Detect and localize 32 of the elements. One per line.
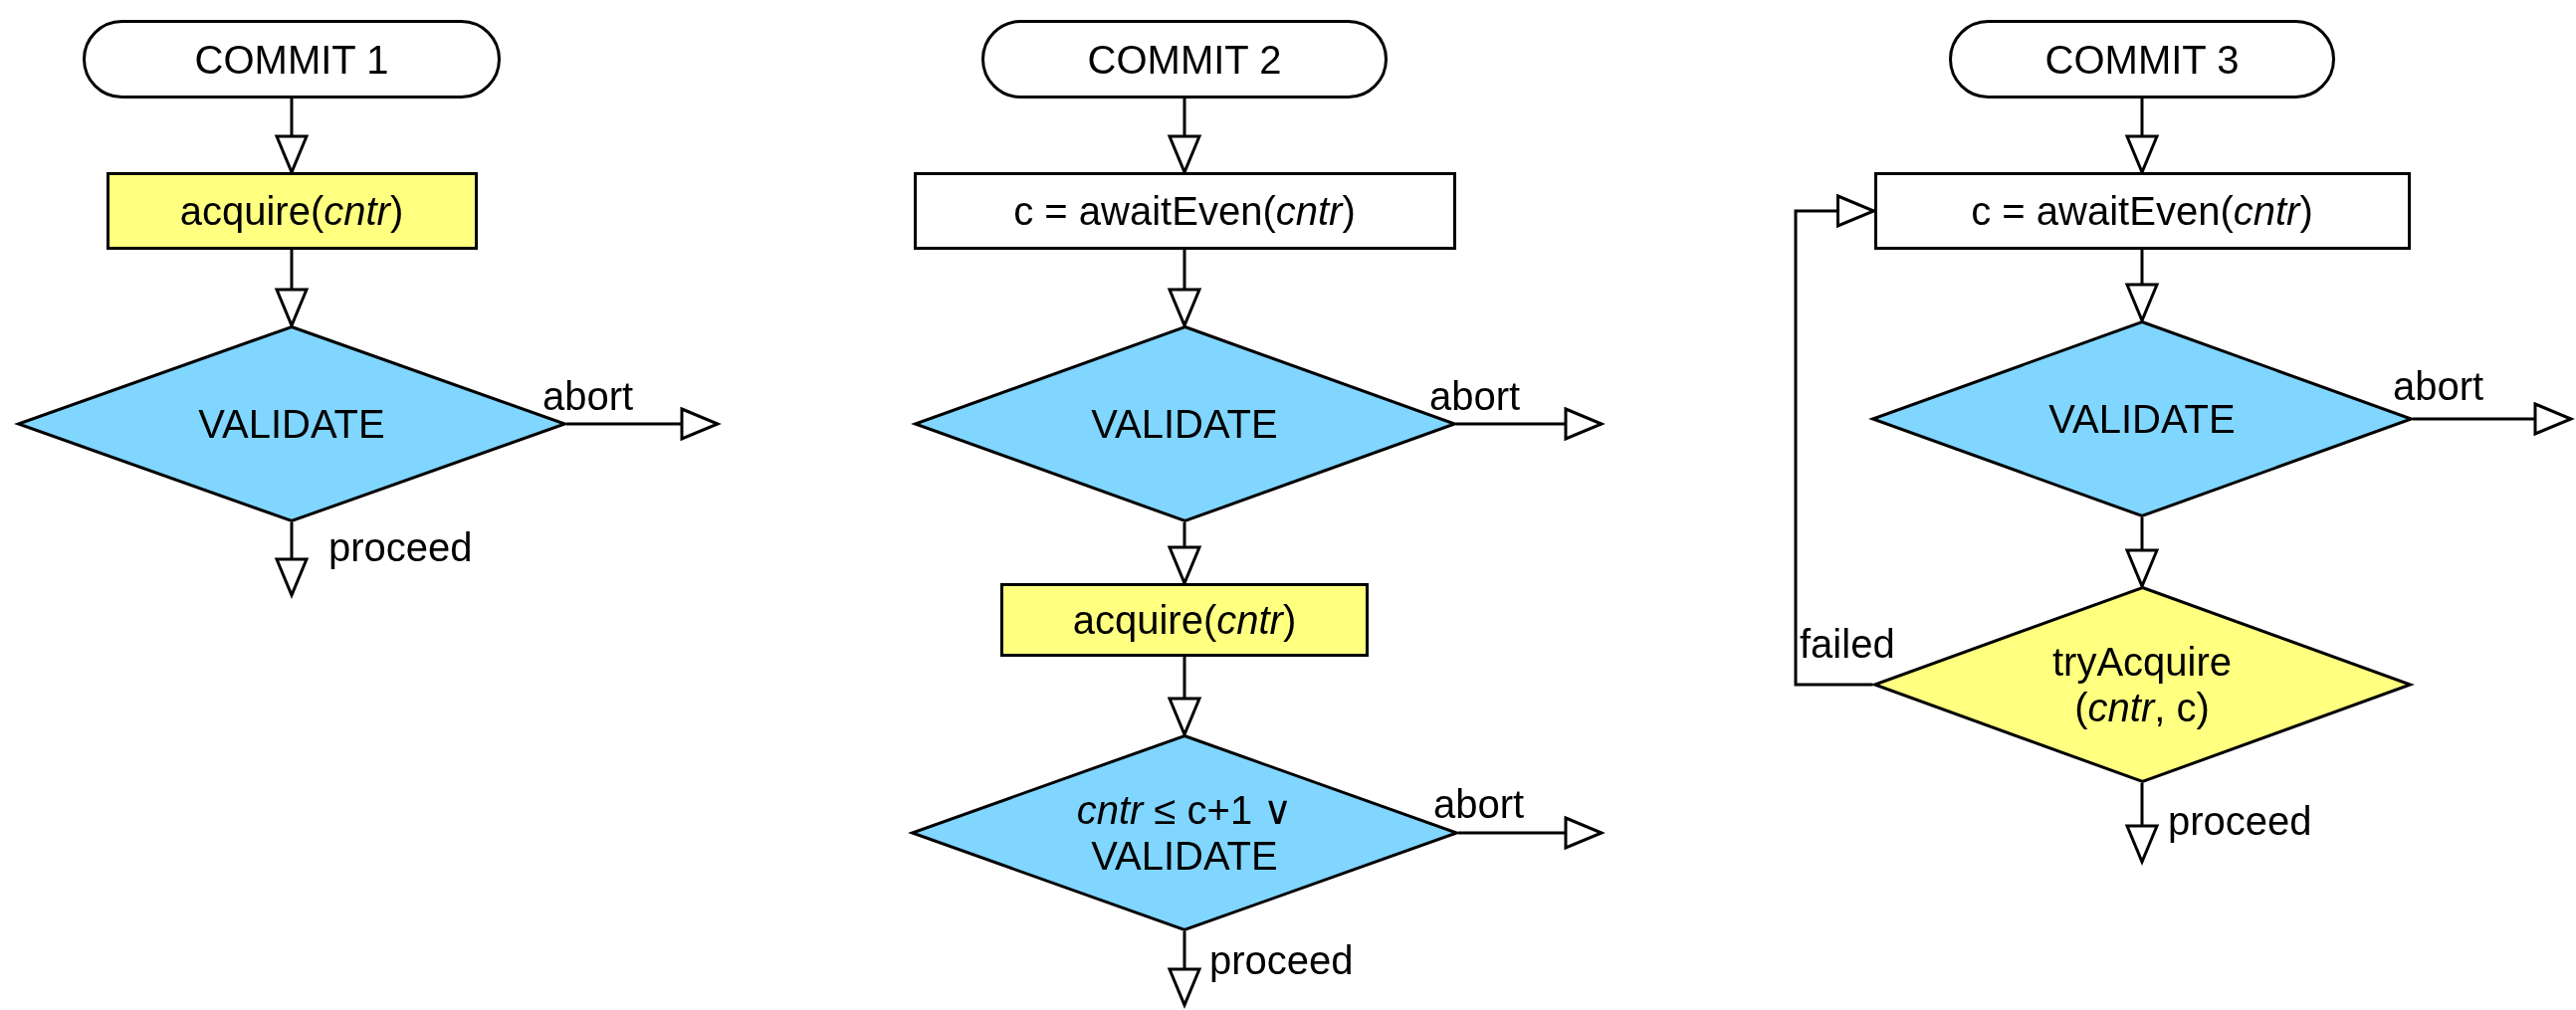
arrow — [1168, 250, 1201, 327]
process-box: c = awaitEven(cntr) — [1873, 172, 2411, 250]
process-box: acquire(cntr) — [106, 172, 478, 250]
edge-label: proceed — [1209, 940, 1354, 980]
arrow — [1168, 522, 1201, 585]
arrow — [275, 250, 309, 327]
edge-label: abort — [1429, 376, 1521, 416]
arrow — [2125, 517, 2159, 588]
process-box: c = awaitEven(cntr) — [913, 172, 1456, 250]
terminal-pill: COMMIT 2 — [981, 20, 1388, 99]
edge-label: failed — [1800, 624, 1895, 664]
arrow — [2413, 402, 2573, 436]
arrow — [275, 99, 309, 174]
arrow — [2125, 783, 2159, 864]
edge-label: proceed — [2168, 801, 2312, 841]
edge-label: abort — [542, 376, 634, 416]
terminal-pill: COMMIT 3 — [1949, 20, 2335, 99]
edge-label: proceed — [328, 527, 473, 567]
terminal-pill: COMMIT 1 — [83, 20, 501, 99]
arrow — [2125, 99, 2159, 174]
arrow — [275, 522, 309, 597]
arrow — [2125, 250, 2159, 322]
arrow — [566, 407, 720, 441]
edge-label: abort — [2393, 366, 2484, 406]
arrow — [1794, 194, 1875, 687]
arrow — [1168, 931, 1201, 1007]
arrow — [1455, 407, 1604, 441]
arrow — [1168, 657, 1201, 736]
arrow — [1458, 816, 1604, 850]
edge-label: abort — [1433, 784, 1525, 824]
arrow — [1168, 99, 1201, 174]
process-box: acquire(cntr) — [1000, 583, 1369, 657]
